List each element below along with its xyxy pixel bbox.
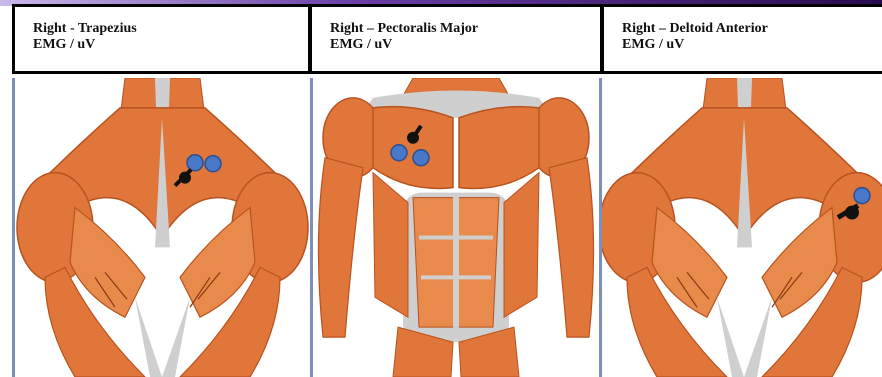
panel-title: Right – Pectoralis Major [330, 21, 478, 37]
front-anatomy-svg [313, 78, 599, 377]
back-anatomy-svg [15, 78, 310, 377]
panel-header: Right – Pectoralis Major EMG / uV [310, 4, 602, 74]
panel-title: Right - Trapezius [33, 21, 137, 37]
panel-header: Right - Trapezius EMG / uV [12, 4, 310, 74]
front-muscle-illustration [310, 78, 602, 377]
panel-header: Right – Deltoid Anterior EMG / uV [602, 4, 882, 74]
panel-title: Right – Deltoid Anterior [622, 21, 768, 37]
panel-trapezius: Right - Trapezius EMG / uV [12, 4, 310, 377]
panel-unit: EMG / uV [330, 37, 392, 53]
panel-pectoralis-major: Right – Pectoralis Major EMG / uV [310, 4, 602, 377]
panel-unit: EMG / uV [33, 37, 95, 53]
back-anatomy-svg [602, 78, 882, 377]
back-muscle-illustration [602, 78, 882, 377]
back-muscle-illustration [12, 78, 310, 377]
panel-unit: EMG / uV [622, 37, 684, 53]
panel-deltoid-anterior: Right – Deltoid Anterior EMG / uV [602, 4, 882, 377]
